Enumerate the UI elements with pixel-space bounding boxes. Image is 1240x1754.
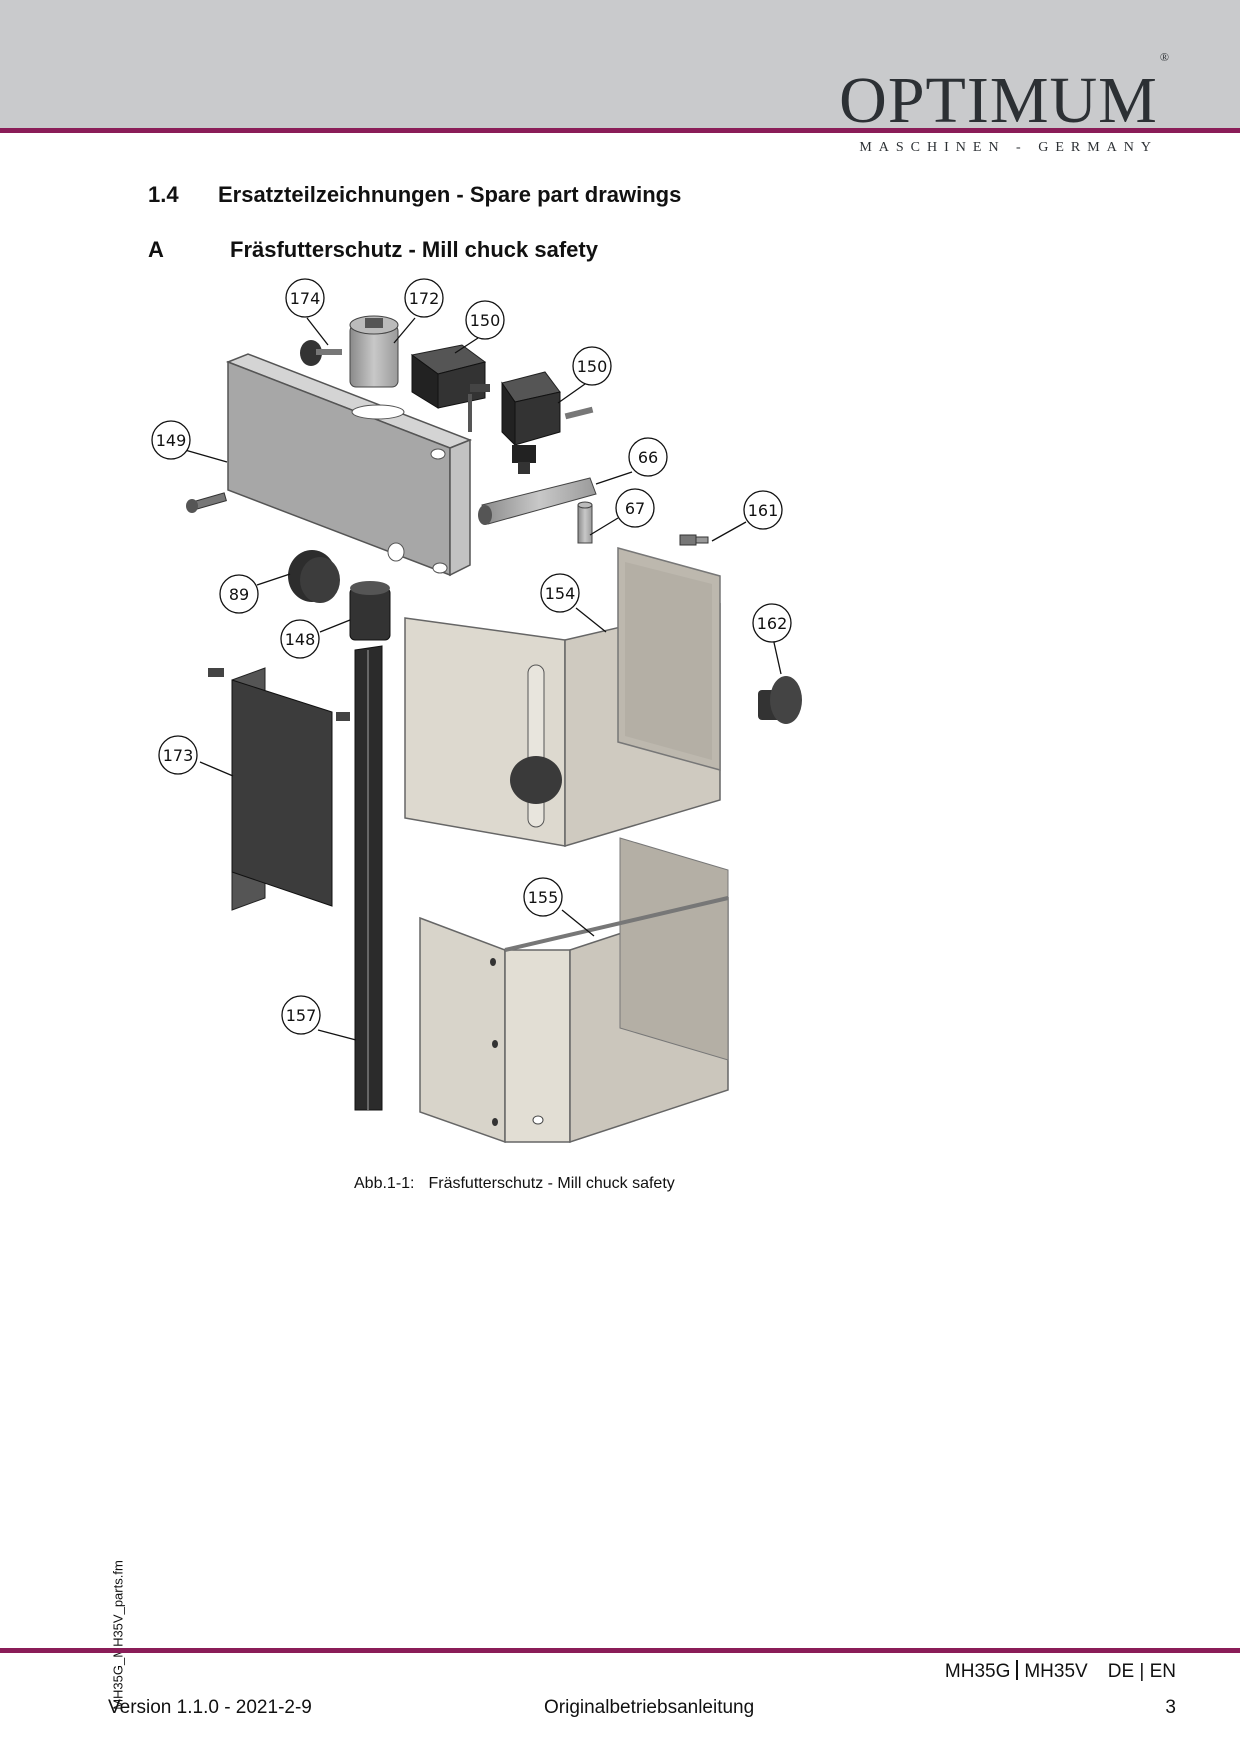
callout-150: 150: [465, 300, 505, 340]
callout-174: 174: [285, 278, 325, 318]
callout-155: 155: [523, 877, 563, 917]
model-separator: [1016, 1660, 1019, 1680]
exploded-parts-drawing: 174 172 150 150 149 66 67 161 89 154 148…: [151, 278, 802, 1144]
callout-150-second: 150: [572, 346, 612, 386]
callout-162: 162: [752, 603, 792, 643]
motor-part-2: [501, 371, 594, 474]
lower-guard: [419, 837, 729, 1144]
svg-text:66: 66: [638, 448, 658, 467]
footer-rule: [0, 1648, 1240, 1653]
svg-text:150: 150: [470, 311, 501, 330]
svg-text:154: 154: [545, 584, 576, 603]
housing-part: [225, 353, 473, 577]
model-a: MH35G: [944, 1661, 1011, 1682]
model-b: MH35V: [1024, 1661, 1088, 1682]
svg-text:89: 89: [229, 585, 249, 604]
brand-logo: OPTIMUM®: [839, 50, 1170, 137]
subsection-title: Fräsfutterschutz - Mill chuck safety: [230, 237, 598, 262]
motor-part-1: [410, 344, 490, 432]
callout-148: 148: [280, 619, 320, 659]
footer-doc-type: Originalbetriebsanleitung: [544, 1697, 755, 1718]
cover-plate: [208, 667, 350, 911]
guard-screw: [679, 534, 709, 546]
header-rule: [0, 128, 1240, 133]
nut-part: [288, 550, 340, 603]
page-number: 3: [1165, 1697, 1176, 1718]
shaft-part: [478, 477, 597, 525]
housing-screw: [186, 492, 227, 513]
svg-text:172: 172: [409, 289, 440, 308]
header-band: [0, 0, 1240, 128]
callout-66: 66: [628, 437, 668, 477]
svg-text:173: 173: [163, 746, 194, 765]
side-file-name: MH35G_MH35V_parts.fm: [110, 1560, 126, 1710]
svg-text:67: 67: [625, 499, 645, 518]
knob-part: [300, 340, 342, 366]
upper-guard: [404, 547, 721, 848]
bushing-part: [349, 581, 391, 641]
subsection-letter: A: [148, 237, 164, 262]
svg-text:155: 155: [528, 888, 559, 907]
svg-text:149: 149: [156, 431, 187, 450]
svg-text:150: 150: [577, 357, 608, 376]
brand-tagline: MASCHINEN - GERMANY: [859, 140, 1158, 155]
pin-part: [577, 501, 593, 544]
callout-154: 154: [540, 573, 580, 613]
coupling-part: [349, 315, 399, 388]
section-number: 1.4: [148, 182, 179, 207]
svg-text:161: 161: [748, 501, 779, 520]
figure-caption-label: Abb.1-1:: [354, 1175, 415, 1192]
figure-caption-text: Fräsfutterschutz - Mill chuck safety: [428, 1175, 675, 1192]
svg-text:157: 157: [286, 1006, 317, 1025]
svg-text:162: 162: [757, 614, 788, 633]
callout-149: 149: [151, 420, 191, 460]
registered-mark: ®: [1159, 50, 1170, 64]
section-title: Ersatzteilzeichnungen - Spare part drawi…: [218, 182, 682, 207]
logo-text: OPTIMUM: [839, 64, 1158, 137]
callout-89: 89: [219, 574, 259, 614]
profile-column: [354, 645, 383, 1111]
footer-model-info: MH35G MH35V DE | EN: [945, 1660, 1176, 1683]
languages: DE | EN: [1107, 1661, 1176, 1682]
figure-caption: Abb.1-1: Fräsfutterschutz - Mill chuck sa…: [354, 1175, 675, 1193]
clamp-knob-part: [758, 676, 802, 724]
svg-text:148: 148: [285, 630, 316, 649]
leader-lines: [184, 317, 782, 1041]
callout-173: 173: [158, 735, 198, 775]
callout-161: 161: [743, 490, 783, 530]
callout-172: 172: [404, 278, 444, 318]
callout-67: 67: [615, 488, 655, 528]
callout-157: 157: [281, 995, 321, 1035]
footer-version: Version 1.1.0 - 2021-2-9: [108, 1697, 312, 1718]
svg-text:174: 174: [290, 289, 321, 308]
